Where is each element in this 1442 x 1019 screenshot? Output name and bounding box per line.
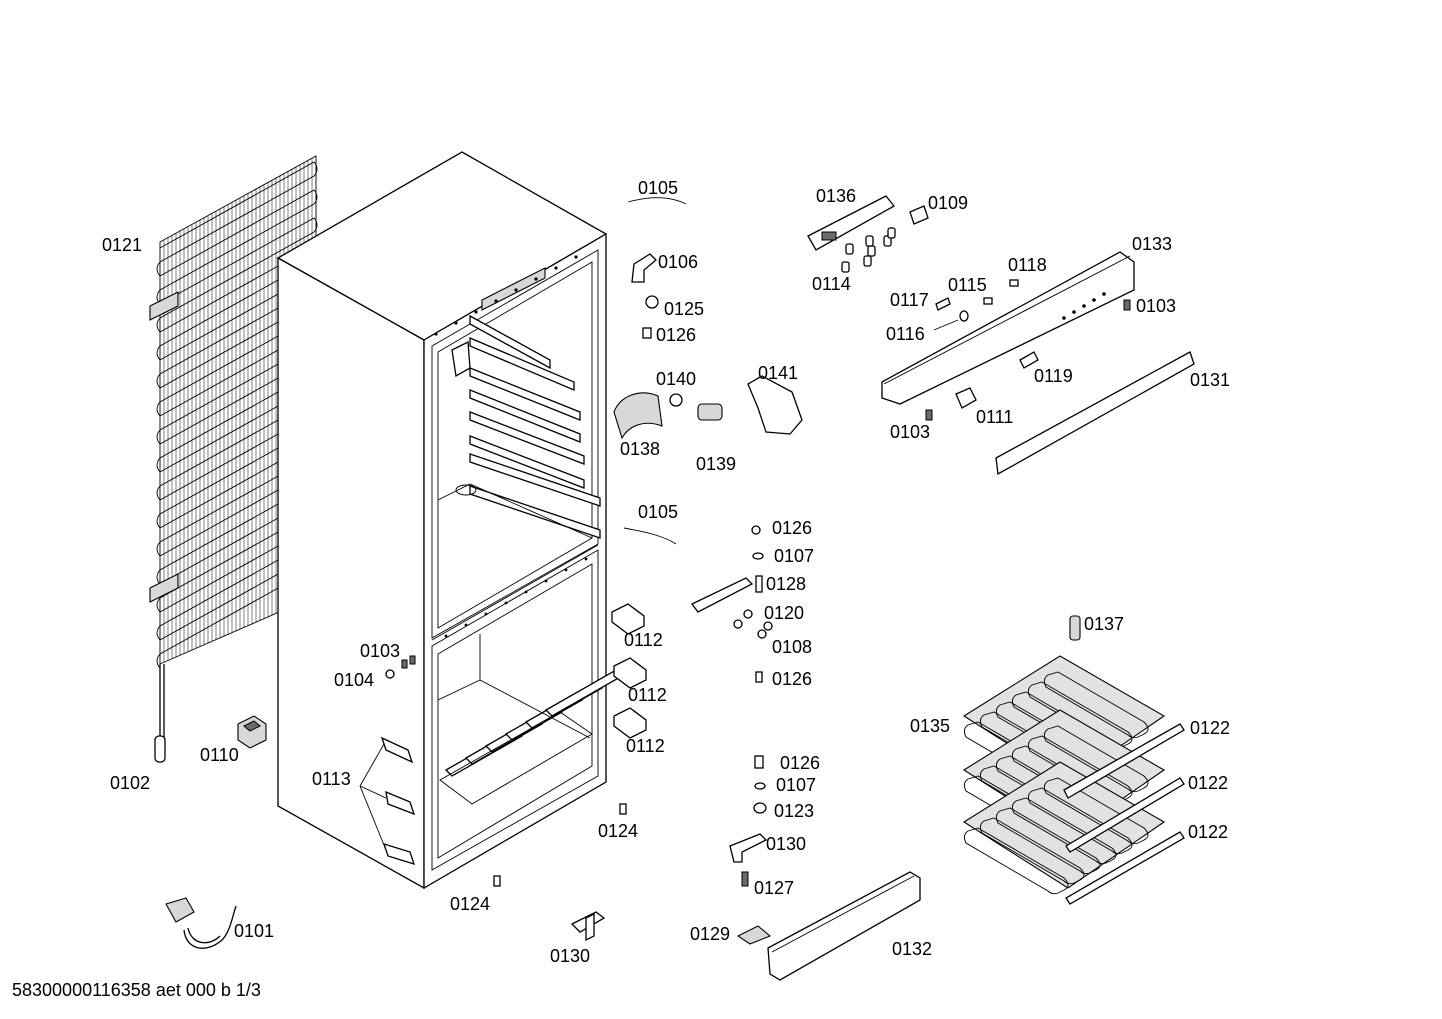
callout-0111: 0111: [976, 407, 1013, 427]
callout-0101: 0101: [234, 921, 274, 941]
callout-0135: 0135: [910, 716, 950, 736]
callout-0127: 0127: [754, 878, 794, 898]
callout-0139: 0139: [696, 454, 736, 474]
callout-0117: 0117: [890, 290, 929, 310]
callout-0120: 0120: [764, 603, 804, 623]
callout-0109: 0109: [928, 193, 968, 213]
callout-0126-mid1: 0126: [772, 518, 812, 538]
callout-0121: 0121: [102, 235, 142, 255]
control-panel-parts: [807, 195, 1195, 476]
callout-0130-bottom: 0130: [550, 946, 590, 966]
callout-0138: 0138: [620, 439, 660, 459]
callout-0113: 0113: [312, 769, 351, 789]
callout-0115: 0115: [948, 275, 987, 295]
callout-0112-c: 0112: [626, 736, 665, 756]
footer-document-code: 58300000116358 aet 000 b 1/3: [12, 980, 261, 1000]
callout-0112-a: 0112: [624, 630, 663, 650]
callout-0125: 0125: [664, 299, 704, 319]
callout-0104: 0104: [334, 670, 374, 690]
callout-0131: 0131: [1190, 370, 1230, 390]
callout-0133: 0133: [1132, 234, 1172, 254]
callout-0132: 0132: [892, 939, 932, 959]
callout-0136: 0136: [816, 186, 856, 206]
callout-0112-b: 0112: [628, 685, 667, 705]
callout-0129: 0129: [690, 924, 730, 944]
callout-0124-right: 0124: [598, 821, 638, 841]
callout-0105-mid: 0105: [638, 502, 678, 522]
callout-0122-a: 0122: [1190, 718, 1230, 738]
wire-racks-drawing: [962, 615, 1185, 905]
callout-0116: 0116: [886, 324, 925, 344]
callout-0105-top: 0105: [638, 178, 678, 198]
callout-0118: 0118: [1008, 255, 1047, 275]
callout-0102: 0102: [110, 773, 150, 793]
callout-0137: 0137: [1084, 614, 1124, 634]
callout-0130-mid: 0130: [766, 834, 806, 854]
callout-0122-b: 0122: [1188, 773, 1228, 793]
callout-0114: 0114: [812, 274, 851, 294]
callout-0140: 0140: [656, 369, 696, 389]
callout-0108: 0108: [772, 637, 812, 657]
callout-0119: 0119: [1034, 366, 1073, 386]
callout-0103-panel: 0103: [890, 422, 930, 442]
callout-0106: 0106: [658, 252, 698, 272]
callout-0110: 0110: [200, 745, 239, 765]
callout-0103-right: 0103: [1136, 296, 1176, 316]
callout-0107-mid: 0107: [774, 546, 814, 566]
callout-0126-low: 0126: [780, 753, 820, 773]
callout-labels: 0121 0102 0110 0113 0103 0104 0124 0124 …: [102, 178, 1230, 966]
callout-0103-left: 0103: [360, 641, 400, 661]
callout-0107-low: 0107: [776, 775, 816, 795]
callout-0122-c: 0122: [1188, 822, 1228, 842]
left-small-parts: [165, 655, 627, 949]
callout-0124-bottom: 0124: [450, 894, 490, 914]
middle-small-parts: [611, 197, 921, 981]
callout-0123: 0123: [774, 801, 814, 821]
callout-0128: 0128: [766, 574, 806, 594]
callout-0126-top: 0126: [656, 325, 696, 345]
callout-0126-mid2: 0126: [772, 669, 812, 689]
cabinet-drawing: [276, 151, 624, 890]
callout-0141: 0141: [758, 363, 798, 383]
